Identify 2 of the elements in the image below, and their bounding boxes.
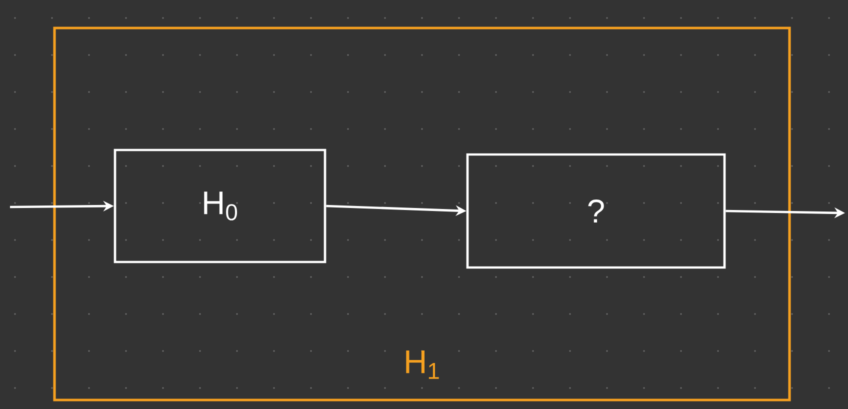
process-box: ?	[466, 153, 726, 269]
process-box: H$_{0}$	[114, 148, 326, 264]
